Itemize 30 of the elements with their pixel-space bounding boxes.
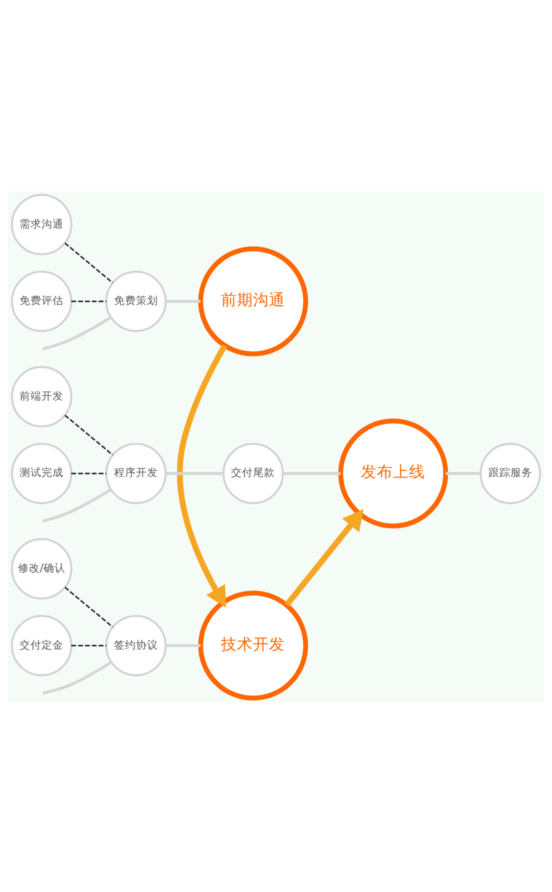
arrow xyxy=(176,344,228,608)
node-circle: 修改/确认 xyxy=(11,538,72,599)
connector xyxy=(42,488,112,522)
connector xyxy=(166,472,224,474)
connector xyxy=(71,644,106,646)
connector xyxy=(446,472,481,474)
node-circle: 跟踪服务 xyxy=(480,442,541,504)
connector xyxy=(42,316,112,350)
connector xyxy=(64,414,113,455)
connector xyxy=(64,586,113,627)
connector xyxy=(283,472,340,474)
connector xyxy=(71,300,106,302)
node-circle: 交付定金 xyxy=(11,614,72,676)
connector xyxy=(64,242,113,283)
node-circle: 免费策划 xyxy=(105,270,167,332)
node-circle: 前期沟通 xyxy=(198,246,308,356)
node-circle: 交付尾款 xyxy=(222,442,284,504)
node-circle: 技术开发 xyxy=(198,590,308,700)
node-circle: 签约协议 xyxy=(105,614,167,676)
node-circle: 前端开发 xyxy=(11,366,72,427)
connector xyxy=(166,299,200,302)
connector xyxy=(42,660,112,694)
node-circle: 发布上线 xyxy=(338,418,448,528)
node-circle: 测试完成 xyxy=(11,442,72,504)
connector xyxy=(71,472,106,474)
node-circle: 需求沟通 xyxy=(11,193,72,255)
connector xyxy=(166,644,200,647)
arrow xyxy=(284,508,364,606)
node-circle: 免费评估 xyxy=(11,270,72,332)
node-circle: 程序开发 xyxy=(105,442,167,504)
